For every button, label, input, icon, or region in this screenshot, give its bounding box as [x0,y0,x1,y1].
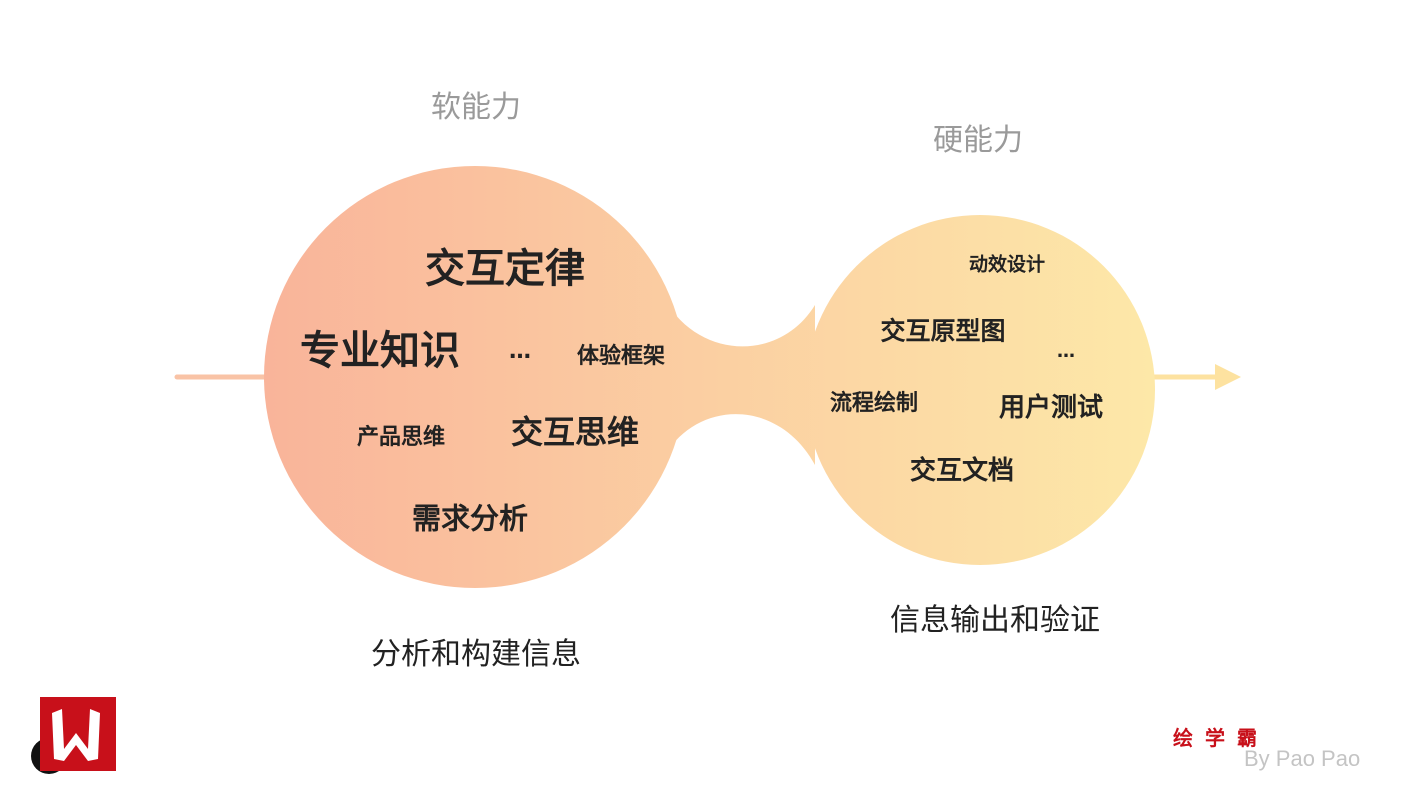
skill-item: 交互思维 [510,413,640,451]
skill-item: 体验框架 [576,344,666,369]
watermark-brand: 绘学霸 [1173,726,1269,750]
soft-skills-circle [264,166,686,588]
soft-skills-title: 软能力 [431,90,521,125]
skill-item: 交互文档 [909,456,1015,486]
hard-skills-title: 硬能力 [933,123,1023,158]
arrow-head-icon [1215,364,1241,390]
skill-item: 产品思维 [356,425,446,450]
connector-neck [665,300,815,465]
w-logo-icon [52,709,100,761]
skill-item: 交互原型图 [880,316,1006,346]
skill-item: … [1057,341,1075,362]
skill-item: 交互定律 [425,246,585,292]
hard-skills-caption: 信息输出和验证 [890,603,1100,638]
soft-skills-caption: 分析和构建信息 [371,637,581,672]
brand-logo [40,697,116,771]
watermark-author: By Pao Pao [1244,746,1361,771]
skill-item: 需求分析 [411,501,529,536]
skill-item: 专业知识 [300,328,460,374]
skill-item: 流程绘制 [829,391,919,416]
hard-skills-circle [805,215,1155,565]
skill-item: 用户测试 [998,393,1104,423]
skill-item: … [509,339,531,364]
skill-item: 动效设计 [968,253,1046,276]
